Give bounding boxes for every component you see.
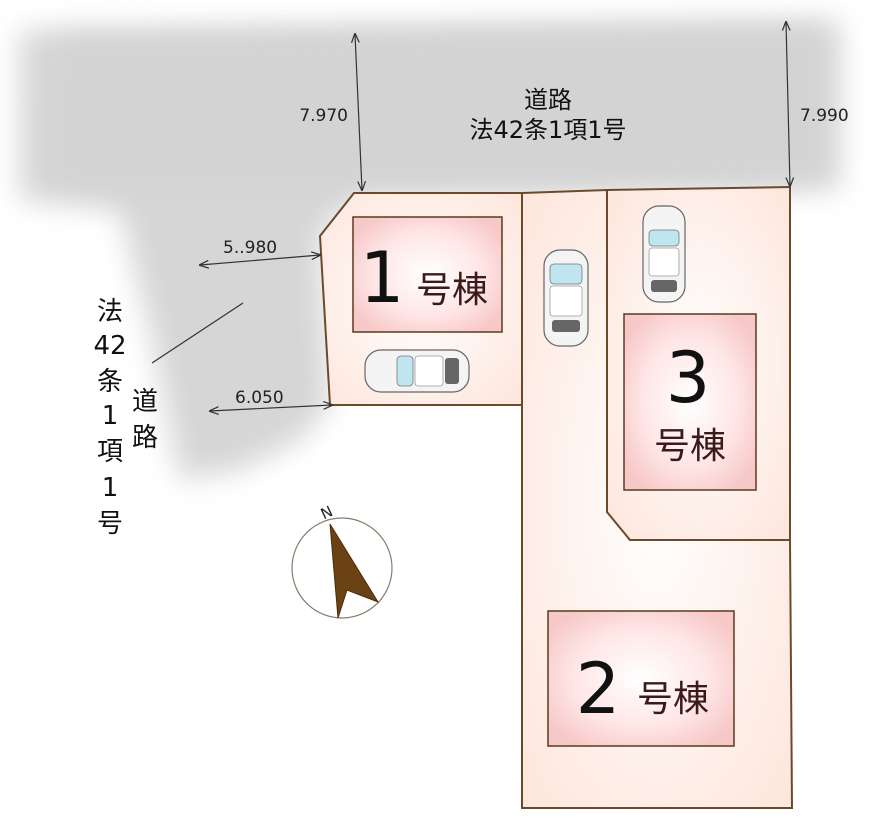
compass: N [291, 502, 393, 619]
dimension-arrow-west-bottom [210, 405, 332, 411]
north-arrow-icon [329, 523, 380, 619]
building-3-suffix: 号棟 [654, 426, 726, 467]
building-2-suffix: 号棟 [637, 679, 709, 720]
west-law-char: 法 [97, 297, 123, 327]
west-law-char: 1 [102, 401, 119, 431]
west-law-char: 1 [102, 473, 119, 503]
north-road-name: 道路 [524, 86, 572, 114]
west-road-width-bottom: 6.050 [235, 388, 284, 408]
west-road-name-vertical: 道 路 [132, 387, 158, 453]
west-road-law-vertical: 法 42 条 1 項 1 号 [93, 297, 126, 539]
car-icon [364, 349, 470, 393]
leader-line [151, 302, 244, 364]
west-name-char: 道 [132, 387, 158, 417]
dimension-arrow-west-top [200, 255, 320, 265]
car-icon [642, 205, 686, 303]
north-road-width-right: 7.990 [800, 106, 849, 126]
building-3: 3 号棟 [623, 313, 757, 491]
building-2: 2 号棟 [547, 610, 735, 747]
west-law-char: 号 [97, 509, 123, 539]
building-1-number: 1 [360, 237, 405, 319]
dimension-arrow-north-left [355, 34, 362, 190]
west-law-char: 項 [97, 437, 123, 467]
building-1: 1 号棟 [352, 216, 503, 333]
west-name-char: 路 [132, 423, 158, 453]
building-3-number: 3 [666, 337, 711, 419]
dimension-arrow-north-right [786, 22, 790, 186]
building-1-suffix: 号棟 [416, 270, 488, 311]
north-road-law: 法42条1項1号 [469, 116, 626, 144]
west-law-char: 条 [97, 367, 123, 397]
west-law-char: 42 [93, 331, 126, 361]
west-road-width-top: 5..980 [223, 238, 277, 258]
north-road-width-left: 7.970 [299, 106, 348, 126]
building-2-number: 2 [576, 648, 621, 730]
car-icon [543, 249, 589, 347]
road-area [20, 20, 840, 480]
